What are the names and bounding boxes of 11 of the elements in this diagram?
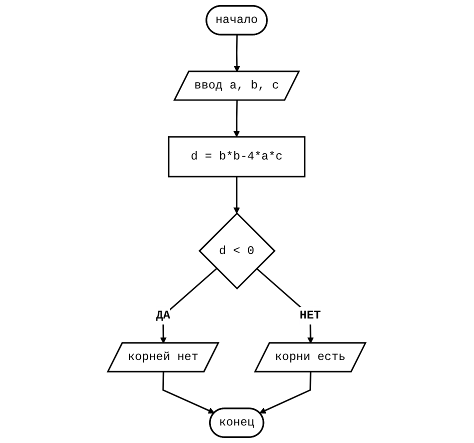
arrow: [260, 372, 312, 414]
arrow: [234, 34, 240, 72]
node-box: d = b*b-4*a*c: [168, 136, 306, 178]
edge-label: ДА: [156, 309, 170, 322]
arrow: [234, 176, 240, 214]
arrow: [256, 268, 314, 344]
edge-label: НЕТ: [300, 309, 322, 322]
arrow: [162, 372, 216, 414]
node-diamond: d < 0: [198, 212, 276, 290]
arrow: [160, 268, 218, 344]
arrow: [234, 100, 240, 138]
